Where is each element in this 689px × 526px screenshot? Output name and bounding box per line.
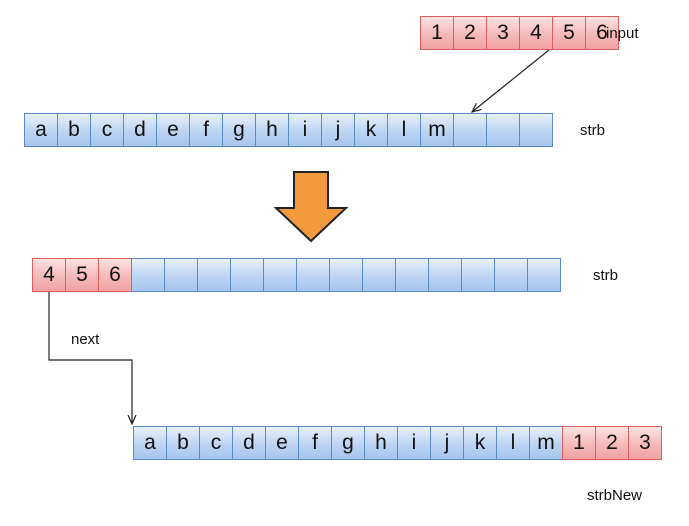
strb-before-cell: a <box>24 113 58 147</box>
strb-before-cell: j <box>321 113 355 147</box>
strb-before-cell: l <box>387 113 421 147</box>
strb-before-cell: e <box>156 113 190 147</box>
strbnew-cell: 3 <box>628 426 662 460</box>
next-connector-arrow <box>48 292 132 424</box>
strb-after-cell <box>230 258 264 292</box>
strb-after-cell <box>131 258 165 292</box>
strb-before-cell: k <box>354 113 388 147</box>
strbnew-cell: j <box>430 426 464 460</box>
strb-before-cell <box>486 113 520 147</box>
strb-before-cell <box>453 113 487 147</box>
strb-before-cell: c <box>90 113 124 147</box>
strb-after-cell <box>527 258 561 292</box>
strb-after-cell <box>461 258 495 292</box>
strb-before-cell: m <box>420 113 454 147</box>
transition-down-arrow-icon <box>273 171 349 243</box>
strbnew-cell: 1 <box>562 426 596 460</box>
input-cell: 2 <box>453 16 487 50</box>
strbnew-cell: 2 <box>595 426 629 460</box>
input-to-strb-arrow <box>472 49 550 112</box>
strbnew-cell: h <box>364 426 398 460</box>
input-label: input <box>606 25 639 42</box>
strb-after-cell <box>428 258 462 292</box>
strb-label-before: strb <box>580 122 606 139</box>
strb-before-cell: d <box>123 113 157 147</box>
strb-before-cell: i <box>288 113 322 147</box>
input-cell: 5 <box>552 16 586 50</box>
input-cell: 6 <box>585 16 619 50</box>
strbnew-label: strbNew <box>587 487 643 504</box>
next-label: next <box>71 331 100 348</box>
strb-before-cell <box>519 113 553 147</box>
strbnew-cell: l <box>496 426 530 460</box>
strbnew-cell: i <box>397 426 431 460</box>
input-cell: 1 <box>420 16 454 50</box>
strbnew-cell: f <box>298 426 332 460</box>
strbnew-cell: a <box>133 426 167 460</box>
strbnew-cell: b <box>166 426 200 460</box>
strbnew-cell: k <box>463 426 497 460</box>
strb-after-cell <box>296 258 330 292</box>
strbnew-cell: m <box>529 426 563 460</box>
strb-label-after: strb <box>593 267 619 284</box>
strbnew-cell: c <box>199 426 233 460</box>
strb-after-cell <box>494 258 528 292</box>
strbnew-cell: g <box>331 426 365 460</box>
strb-after-cell <box>362 258 396 292</box>
strb-after-cell: 4 <box>32 258 66 292</box>
strb-after-cell: 5 <box>65 258 99 292</box>
strb-before-cell: h <box>255 113 289 147</box>
strb-after-cell <box>329 258 363 292</box>
